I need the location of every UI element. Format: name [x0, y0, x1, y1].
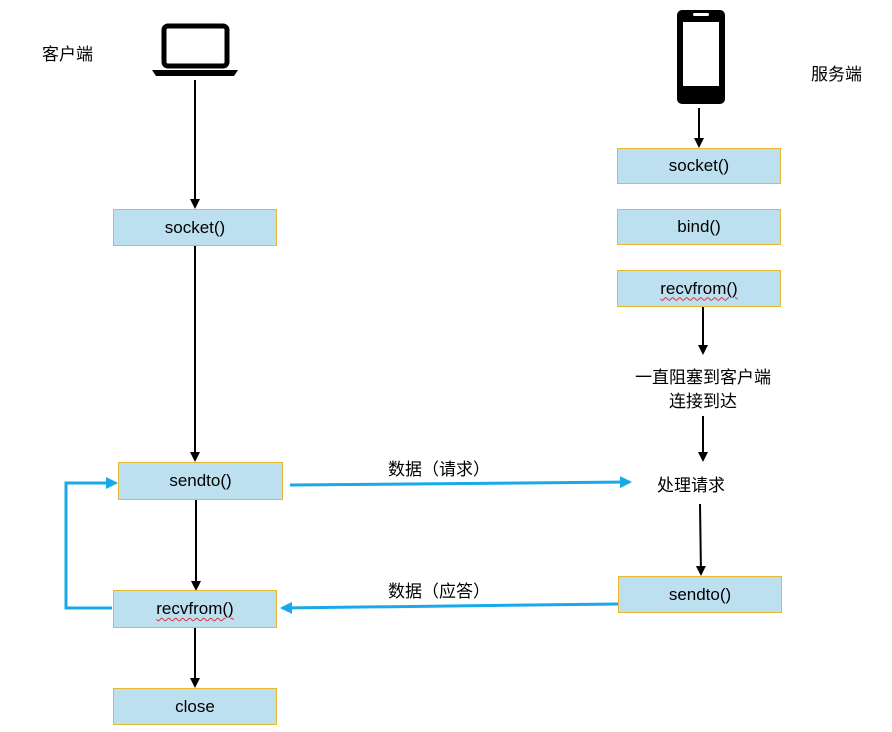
request-label: 数据（请求）	[388, 460, 490, 479]
response-arrow	[280, 601, 619, 614]
server-bind-label: bind()	[677, 217, 721, 236]
client-sendto-label: sendto()	[169, 471, 232, 490]
loop-arrow	[64, 477, 118, 610]
phone-icon	[677, 10, 725, 104]
client-sendto-box: sendto()	[118, 462, 283, 500]
server-title: 服务端	[811, 65, 862, 84]
arrow-process-to-sendto	[695, 503, 706, 576]
server-recvfrom-label: recvfrom()	[660, 278, 738, 298]
client-title: 客户端	[42, 45, 93, 64]
blocking-text-line2: 连接到达	[669, 392, 737, 411]
client-close-label: close	[175, 696, 215, 716]
server-socket-box: socket()	[617, 148, 781, 184]
process-text: 处理请求	[657, 476, 725, 495]
client-recvfrom-box: recvfrom()	[113, 590, 277, 628]
client-recvfrom-label: recvfrom()	[156, 599, 234, 618]
client-socket-box: socket()	[113, 209, 277, 246]
server-sendto-box: sendto()	[618, 576, 782, 613]
client-close-box: close	[113, 688, 277, 725]
laptop-icon	[152, 23, 238, 76]
server-socket-label: socket()	[668, 156, 730, 175]
server-recvfrom-box: recvfrom()	[617, 270, 781, 307]
response-label: 数据（应答）	[388, 582, 490, 601]
client-socket-label: socket()	[164, 217, 226, 237]
server-bind-box: bind()	[617, 209, 781, 245]
request-arrow	[289, 476, 632, 489]
blocking-text: 一直阻塞到客户端 连接到达	[618, 366, 788, 414]
blocking-text-line1: 一直阻塞到客户端	[635, 368, 771, 387]
server-sendto-label: sendto()	[668, 584, 732, 604]
